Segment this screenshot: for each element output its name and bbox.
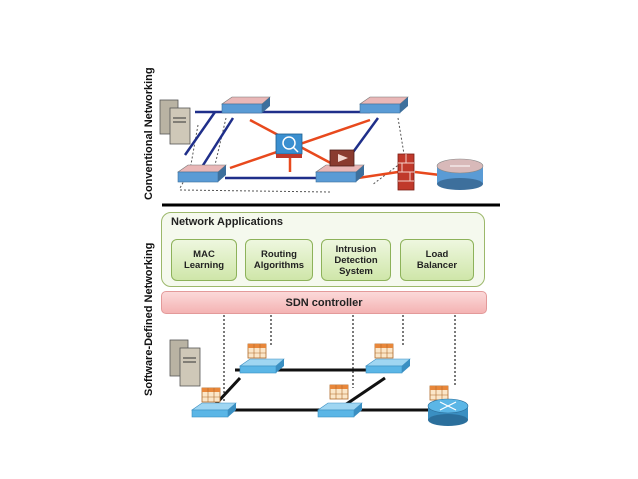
router-switch-icon	[177, 164, 227, 183]
app-load-balancer: Load Balancer	[400, 239, 474, 281]
router-switch-icon	[359, 96, 409, 114]
flow-table-icon	[374, 343, 394, 359]
control-channel-lines	[223, 315, 456, 403]
sdn-switch-icon	[317, 402, 363, 418]
network-applications-title: Network Applications	[171, 216, 284, 228]
app-intrusion-detection: Intrusion Detection System	[321, 239, 391, 281]
app-mac-learning: MAC Learning	[171, 239, 237, 281]
network-applications-panel: Network Applications MAC Learning Routin…	[161, 212, 485, 287]
sdn-switch-icon	[239, 358, 285, 374]
flow-table-icon	[429, 385, 449, 401]
flow-table-icon	[247, 343, 267, 359]
sdn-switch-icon	[191, 402, 237, 418]
router-icon	[436, 158, 484, 190]
flow-table-icon	[201, 387, 221, 403]
server-icon	[169, 339, 201, 387]
inspection-appliance-icon	[275, 133, 303, 158]
firewall-icon	[397, 153, 415, 191]
sdn-switch-icon	[365, 358, 411, 374]
app-routing-algorithms: Routing Algorithms	[245, 239, 313, 281]
flow-table-icon	[329, 384, 349, 400]
sdn-controller-bar: SDN controller	[161, 291, 487, 314]
router-switch-icon	[315, 164, 365, 183]
sdn-router-icon	[427, 398, 469, 426]
server-icon	[159, 99, 191, 145]
router-switch-icon	[221, 96, 271, 114]
appliance-icon	[329, 149, 355, 167]
